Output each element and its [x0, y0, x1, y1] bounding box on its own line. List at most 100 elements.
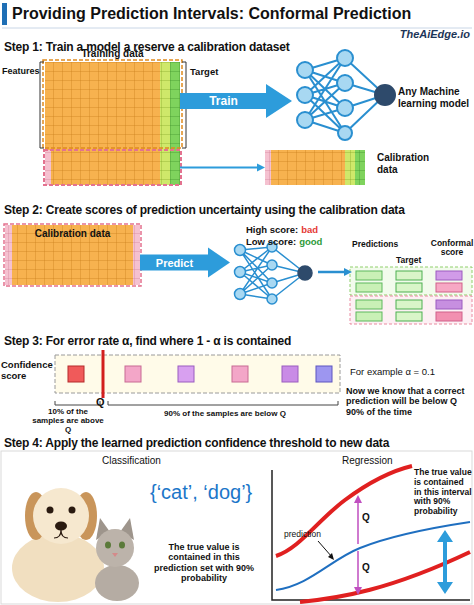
confidence-box: Confidence score: [55, 355, 340, 393]
neural-network: [337, 75, 353, 91]
classification-panel: Classification {‘cat’, ‘dog’} The true val…: [2, 452, 262, 603]
dog-cat-photo: [12, 488, 139, 602]
neural-network: [375, 85, 395, 105]
node-text: Regression: [342, 455, 442, 466]
dog-cat-photo: [12, 534, 104, 602]
training-grid: [44, 150, 181, 185]
neural-network: [305, 58, 385, 133]
axis-label: Features: [2, 66, 42, 76]
calibration-grid: [4, 150, 365, 286]
calibration-grid: Calibration data: [5, 225, 140, 285]
neural-network: [267, 260, 277, 270]
prediction-table: [356, 312, 382, 321]
regression-chart: [276, 466, 412, 556]
dog-cat-photo: [95, 565, 139, 601]
text-row: High score:bad: [246, 219, 321, 237]
dog-cat-photo: [33, 488, 89, 544]
prediction-table: [396, 271, 422, 280]
neural-network: [338, 126, 352, 140]
training-grid: [160, 62, 170, 185]
training-grid: [182, 62, 186, 148]
note: Now we know that a correct prediction wi…: [346, 386, 472, 417]
watermark: TheAiEdge.io: [374, 28, 470, 40]
node-text: Confidence score: [1, 360, 53, 382]
training-grid: [45, 150, 51, 185]
calibration-grid: [5, 225, 140, 285]
calibration-grid: [265, 150, 345, 185]
confidence-row: [55, 355, 340, 393]
regression-panel: RegressionThe true value is contained in…: [264, 452, 472, 603]
training-grid: [40, 62, 44, 148]
axis-label: Target: [190, 66, 230, 77]
node-text: The true value is contained in this inte…: [414, 468, 472, 517]
node-text: Low score:: [246, 236, 296, 247]
regression-chart: [328, 553, 334, 560]
node-text: Predictions: [352, 239, 412, 249]
prediction-table: [396, 300, 422, 309]
step4-frame: [1, 451, 472, 604]
dog-cat-photo: [112, 553, 118, 557]
regression-chart: [354, 495, 362, 595]
confidence-row: [108, 401, 338, 405]
dog-cat-photo: [96, 529, 134, 567]
calibration-grid: [265, 150, 271, 185]
calibration-grid: Calibration data: [265, 150, 365, 185]
dog-cat-photo: [54, 530, 68, 538]
regression-chart: [318, 541, 332, 557]
neural-network: [297, 62, 313, 78]
prediction-table: [356, 283, 382, 292]
dog-cat-photo: [105, 542, 111, 549]
confidence-row: [125, 366, 141, 382]
training-grid: [40, 60, 186, 185]
connector-arrow: [318, 268, 352, 276]
prediction-table: [350, 267, 472, 295]
calibration-grid: [4, 224, 141, 286]
node-text: bad: [301, 224, 318, 235]
node-text: The true value is contained in this pred…: [146, 542, 262, 583]
dog-cat-photo: [69, 507, 76, 514]
confidence-row: [282, 366, 298, 382]
confidence-row: [102, 350, 105, 398]
node-text: {‘cat’, ‘dog’}: [150, 480, 262, 504]
page-title: Providing Prediction Intervals: Conforma…: [12, 5, 472, 23]
training-grid: [43, 60, 182, 148]
step-heading: Step 2: Create scores of prediction unce…: [4, 203, 472, 217]
neural-network: [297, 112, 313, 128]
prediction-table: [396, 283, 422, 292]
neural-network: [267, 278, 277, 288]
calibration-grid: [355, 150, 365, 185]
regression-chart: [437, 530, 453, 594]
arrow-head: [266, 84, 292, 118]
threshold-label: Q: [362, 562, 376, 573]
node-text: Classification: [102, 455, 202, 466]
dog-cat-photo: [47, 507, 54, 514]
prediction-table: [350, 296, 472, 324]
node-text: Any Machine learning model: [398, 86, 472, 109]
training-grid: [45, 62, 160, 185]
confidence-row: [55, 401, 100, 405]
step-heading: Step 1: Train a model a reserve a calibr…: [4, 40, 470, 54]
connector-line: [180, 93, 267, 109]
dog-cat-photo: [55, 522, 67, 531]
neural-network: [297, 50, 395, 140]
prediction-table: [356, 271, 382, 280]
title-bar: [2, 3, 472, 28]
ml-model: Any Machine learning model: [292, 48, 398, 140]
neural-network: [298, 266, 312, 280]
calibration-grid: [5, 225, 12, 285]
training-data-grid: Training data: [45, 62, 180, 185]
prediction-table: [436, 312, 462, 321]
edge-label: Train: [209, 94, 238, 108]
node-text: Target: [396, 255, 436, 265]
prediction-table: [436, 271, 462, 280]
confidence-row: [316, 366, 332, 382]
neural-network: [337, 50, 353, 66]
training-grid: [170, 62, 180, 185]
step-heading: Step 4: Apply the learned prediction con…: [4, 436, 470, 450]
note: For example α = 0.1: [350, 366, 470, 377]
connector-arrow: [180, 164, 265, 172]
node-text: High score:: [246, 224, 298, 235]
edge-label: Predict: [156, 257, 193, 269]
connector-arrow: [140, 248, 230, 278]
